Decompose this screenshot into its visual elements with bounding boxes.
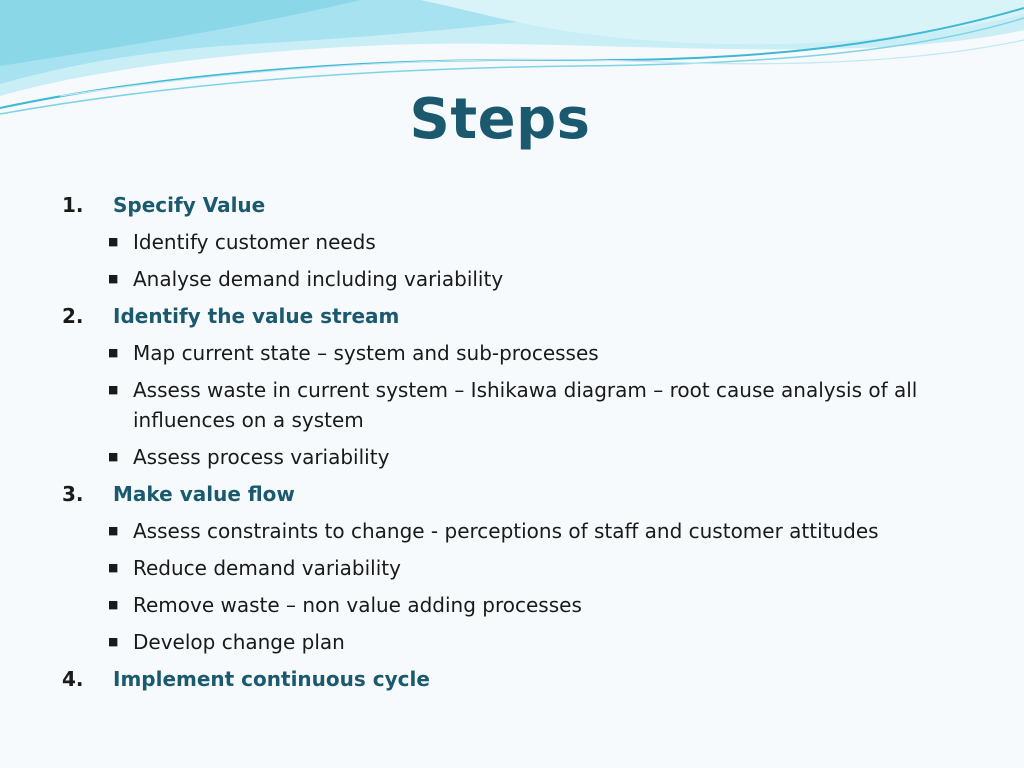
square-bullet-icon: ■ xyxy=(108,561,119,574)
step-item: 1. Specify Value xyxy=(62,190,982,220)
bullet-item: ■ Assess constraints to change - percepti… xyxy=(108,516,982,546)
step-item: 4. Implement continuous cycle xyxy=(62,664,982,694)
bullet-item: ■ Develop change plan xyxy=(108,627,982,657)
step-number: 4. xyxy=(62,667,84,691)
header-wave-decoration xyxy=(0,0,1024,115)
step-label: Identify the value stream xyxy=(113,304,400,328)
bullet-text: Develop change plan xyxy=(133,630,345,654)
bullet-item: ■ Assess process variability xyxy=(108,442,982,472)
square-bullet-icon: ■ xyxy=(108,235,119,248)
step-number: 2. xyxy=(62,304,84,328)
steps-list: 1.Specify Value■Identify customer needs■… xyxy=(62,190,982,701)
square-bullet-icon: ■ xyxy=(108,524,119,537)
square-bullet-icon: ■ xyxy=(108,450,119,463)
square-bullet-icon: ■ xyxy=(108,346,119,359)
step-item: 2. Identify the value stream xyxy=(62,301,982,331)
bullet-item: ■ Identify customer needs xyxy=(108,227,982,257)
bullet-item: ■ Remove waste – non value adding process… xyxy=(108,590,982,620)
square-bullet-icon: ■ xyxy=(108,635,119,648)
bullet-text: Identify customer needs xyxy=(133,230,376,254)
step-label: Specify Value xyxy=(113,193,266,217)
bullet-item: ■ Map current state – system and sub-proc… xyxy=(108,338,982,368)
bullet-text: Map current state – system and sub-proce… xyxy=(133,341,599,365)
step-label: Make value flow xyxy=(113,482,295,506)
bullet-text: Analyse demand including variability xyxy=(133,267,504,291)
step-number: 1. xyxy=(62,193,84,217)
bullet-text: Remove waste – non value adding processe… xyxy=(133,593,582,617)
step-label: Implement continuous cycle xyxy=(113,667,430,691)
bullet-text: Assess constraints to change - perceptio… xyxy=(133,519,879,543)
slide-title: Steps xyxy=(409,87,591,152)
bullet-text: Reduce demand variability xyxy=(133,556,401,580)
square-bullet-icon: ■ xyxy=(108,598,119,611)
square-bullet-icon: ■ xyxy=(108,272,119,285)
bullet-text: Assess waste in current system – Ishikaw… xyxy=(133,378,918,432)
bullet-item: ■ Reduce demand variability xyxy=(108,553,982,583)
bullet-item: ■ Analyse demand including variability xyxy=(108,264,982,294)
bullet-text: Assess process variability xyxy=(133,445,390,469)
step-item: 3. Make value flow xyxy=(62,479,982,509)
square-bullet-icon: ■ xyxy=(108,383,119,396)
step-number: 3. xyxy=(62,482,84,506)
bullet-item: ■ Assess waste in current system – Ishika… xyxy=(108,375,982,435)
